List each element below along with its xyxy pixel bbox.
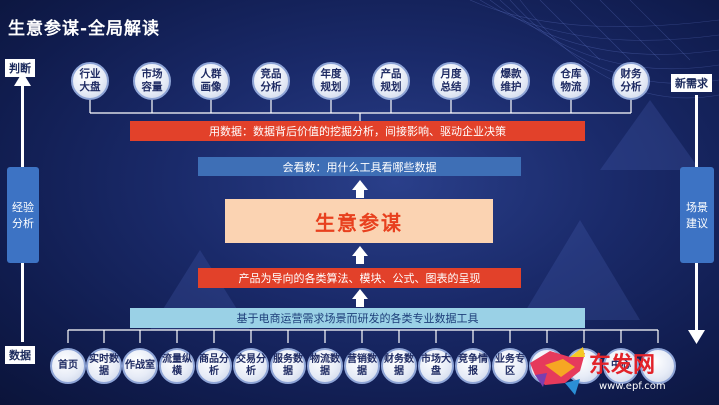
top-item: 市场容量: [133, 62, 171, 100]
bottom-item: 市场大盘: [418, 348, 454, 384]
top-item: 竞品分析: [252, 62, 290, 100]
bar-use-data: 用数据：数据背后价值的挖掘分析，间接影响、驱动企业决策: [130, 121, 585, 141]
left-top-label: 判断: [5, 59, 35, 77]
top-item: 人群画像: [192, 62, 230, 100]
bottom-item: 服务数据: [270, 348, 306, 384]
bar-product-oriented: 产品为导向的各类算法、模块、公式、图表的呈现: [198, 268, 521, 288]
bottom-item: 业务专区: [492, 348, 528, 384]
bottom-item: 流量纵横: [159, 348, 195, 384]
bottom-item: 交易分析: [233, 348, 269, 384]
bottom-item: 物流数据: [307, 348, 343, 384]
bottom-item: 中心: [603, 348, 639, 384]
left-bottom-label: 数据: [5, 346, 35, 364]
top-item: 年度规划: [312, 62, 350, 100]
top-item: 仓库物流: [552, 62, 590, 100]
right-box-suggestion: 场景建议: [680, 167, 714, 263]
bar-data-tools: 基于电商运营需求场景而研发的各类专业数据工具: [130, 308, 585, 328]
left-box-experience: 经验分析: [7, 167, 39, 263]
top-item: 产品规划: [372, 62, 410, 100]
page-title: 生意参谋-全局解读: [8, 19, 161, 39]
bottom-item: 作战室: [122, 348, 158, 384]
bottom-item: 竞争情报: [455, 348, 491, 384]
bull-logo-icon: [530, 347, 585, 395]
bar-read-data: 会看数：用什么工具看哪些数据: [198, 157, 521, 176]
bar-core-title: 生意参谋: [225, 199, 493, 243]
watermark-logo: 东发网 www.epf.com: [525, 343, 715, 403]
bottom-item: 首页: [50, 348, 86, 384]
top-item: 财务分析: [612, 62, 650, 100]
bottom-item: 实时数据: [86, 348, 122, 384]
top-item: 行业大盘: [71, 62, 109, 100]
bottom-item: 商品分析: [196, 348, 232, 384]
watermark-brand: 东发网: [589, 352, 656, 378]
bottom-item: [640, 348, 676, 384]
watermark-url: www.epf.com: [599, 381, 666, 392]
bottom-item: 财务数据: [381, 348, 417, 384]
top-item: 月度总结: [432, 62, 470, 100]
right-top-label: 新需求: [671, 74, 712, 92]
top-item: 爆款维护: [492, 62, 530, 100]
bottom-item: 营销数据: [344, 348, 380, 384]
